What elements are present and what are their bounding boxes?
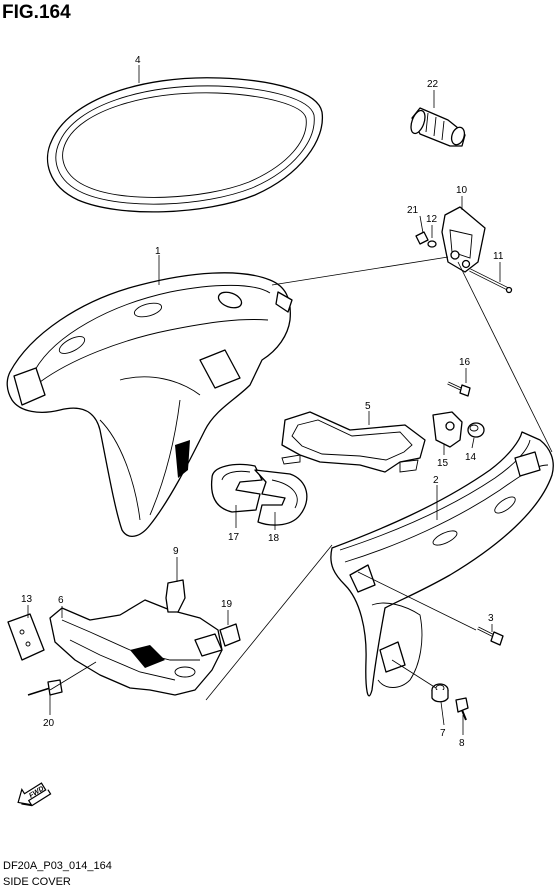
part-3-bolt[interactable] xyxy=(477,626,504,646)
callout-8: 8 xyxy=(459,738,465,749)
part-8-screw[interactable] xyxy=(455,697,469,721)
part-17-seal[interactable] xyxy=(210,463,263,513)
part-11-bolt[interactable] xyxy=(469,268,513,294)
part-21-clip[interactable] xyxy=(415,231,429,245)
part-20-rivet[interactable] xyxy=(27,679,63,696)
part-18-seal[interactable] xyxy=(254,469,308,526)
callout-7: 7 xyxy=(440,728,446,739)
part-1-upper-cover[interactable] xyxy=(6,272,293,537)
part-22-grommet[interactable] xyxy=(408,107,466,147)
callout-4: 4 xyxy=(135,55,141,66)
callout-22: 22 xyxy=(427,79,439,90)
part-9-clip[interactable] xyxy=(165,579,186,613)
part-10-bracket[interactable] xyxy=(441,206,486,273)
fwd-direction-arrow: FWD xyxy=(17,782,52,807)
figure-title: FIG.164 xyxy=(2,2,71,23)
part-4-seal[interactable] xyxy=(46,77,324,213)
part-12-washer[interactable] xyxy=(427,240,437,248)
callout-21: 21 xyxy=(407,205,419,216)
fwd-label: FWD xyxy=(28,785,45,799)
callout-20: 20 xyxy=(43,718,55,729)
callout-18: 18 xyxy=(268,533,280,544)
callout-9: 9 xyxy=(173,546,179,557)
callout-17: 17 xyxy=(228,532,240,543)
part-19-collar[interactable] xyxy=(219,623,241,647)
callout-15: 15 xyxy=(437,458,449,469)
callout-5: 5 xyxy=(365,401,371,412)
callout-labels: 1 2 3 4 5 6 7 8 9 10 11 12 13 14 15 16 1… xyxy=(21,55,504,749)
callout-2: 2 xyxy=(433,475,439,486)
part-14-cap[interactable] xyxy=(467,422,485,438)
callout-11: 11 xyxy=(493,251,504,262)
callout-16: 16 xyxy=(459,357,471,368)
part-2-lower-cover[interactable] xyxy=(330,431,554,697)
part-15-clamp[interactable] xyxy=(432,411,463,448)
diagram-name: SIDE COVER xyxy=(3,876,71,888)
diagram-code: DF20A_P03_014_164 xyxy=(3,860,112,872)
callout-10: 10 xyxy=(456,185,468,196)
part-7-spacer[interactable] xyxy=(431,683,449,703)
callout-3: 3 xyxy=(488,613,494,624)
part-5-frame[interactable] xyxy=(281,411,426,473)
assembly-guide-lines xyxy=(49,256,553,701)
callout-14: 14 xyxy=(465,452,477,463)
part-13-pad[interactable] xyxy=(7,613,45,661)
callout-19: 19 xyxy=(221,599,233,610)
callout-13: 13 xyxy=(21,594,33,605)
leader-lines xyxy=(27,65,501,735)
callout-1: 1 xyxy=(155,246,161,257)
callout-12: 12 xyxy=(426,214,438,225)
part-16-bolt[interactable] xyxy=(447,381,471,397)
part-6-bracket[interactable] xyxy=(49,599,223,696)
callout-6: 6 xyxy=(58,595,64,606)
